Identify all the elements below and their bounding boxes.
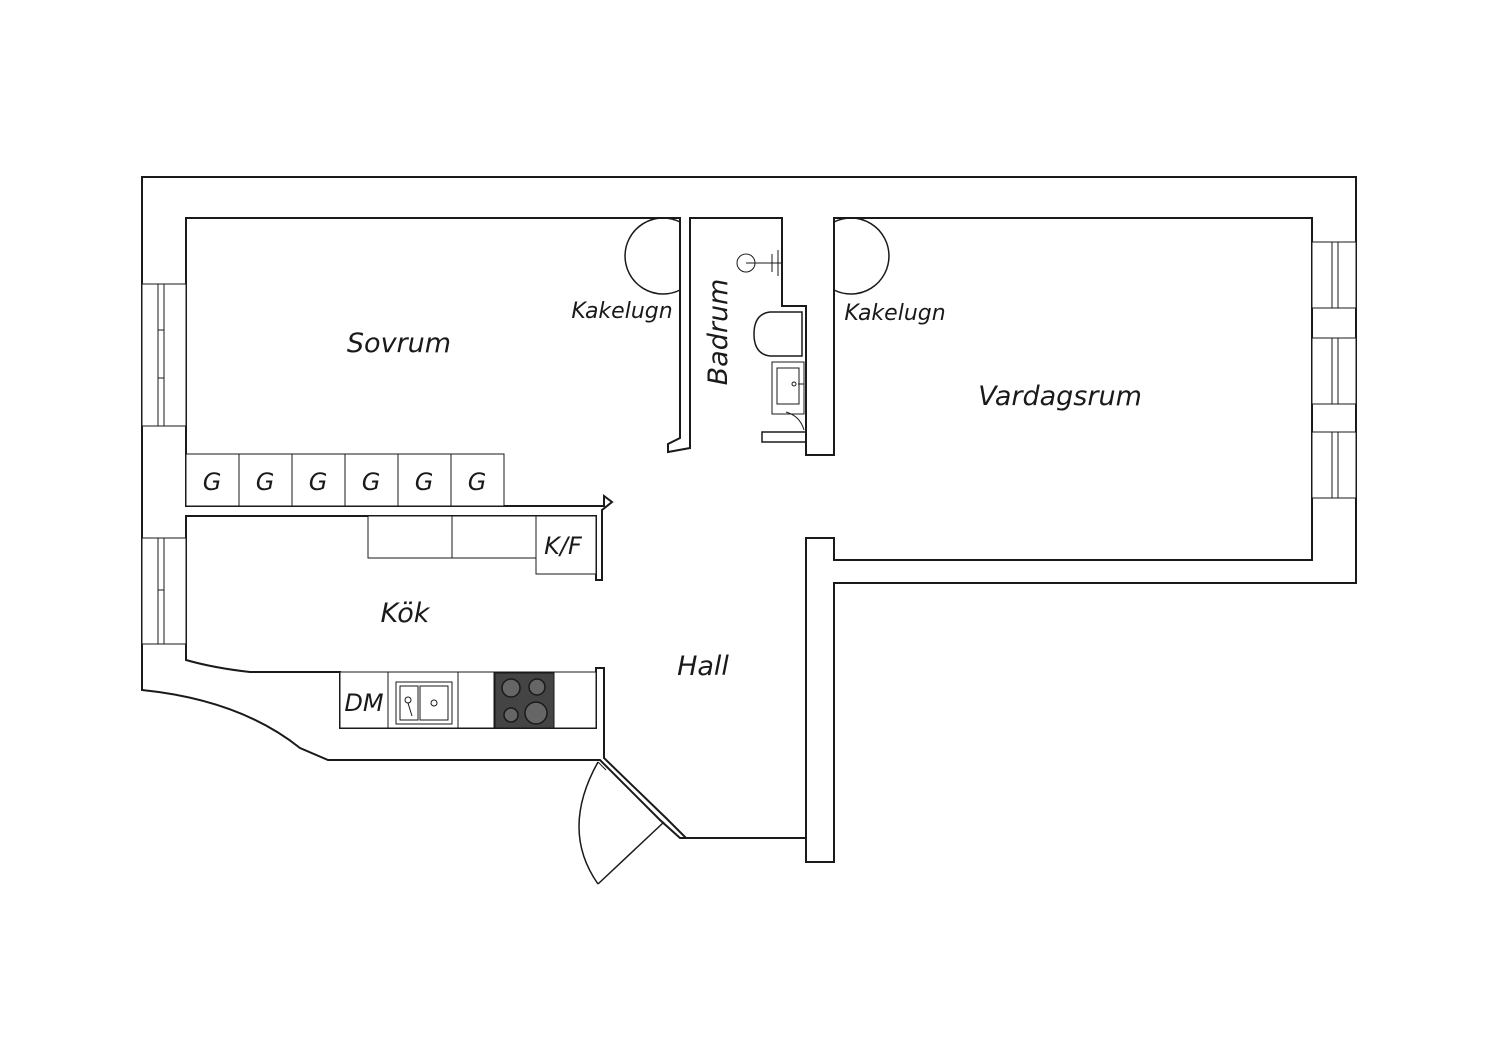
entrance-door-icon: [578, 761, 665, 885]
wardrobe-label: G: [362, 468, 381, 496]
kitchen-sink-icon: [395, 681, 453, 725]
wardrobe-label: G: [309, 468, 328, 496]
room-label-hall: Hall: [677, 651, 729, 682]
room-label-vardagsrum: Vardagsrum: [978, 381, 1142, 412]
window-right-3: [1311, 431, 1357, 499]
shower-icon: [736, 250, 782, 276]
bathroom-sink-icon: [771, 361, 805, 415]
wardrobe-label: G: [203, 468, 222, 496]
kakelugn-left-label: Kakelugn: [571, 299, 672, 324]
fridge-label: K/F: [544, 532, 583, 560]
wardrobe-label: G: [468, 468, 487, 496]
room-label-badrum: Badrum: [703, 279, 734, 386]
fridge-box: [535, 515, 597, 575]
exterior-walls: [141, 176, 1357, 863]
wardrobe-row: [185, 453, 505, 507]
kitchen-upper-counter: [367, 515, 597, 575]
toilet-icon: [753, 311, 803, 357]
window-left-top: [141, 283, 187, 427]
wardrobe-label: G: [415, 468, 434, 496]
wardrobe-label: G: [256, 468, 275, 496]
stove-icon: [494, 672, 555, 729]
window-right-1: [1311, 241, 1357, 309]
window-left-bottom: [141, 537, 187, 645]
window-right-2: [1311, 337, 1357, 405]
dishwasher-label: DM: [344, 689, 383, 717]
kakelugn-right-icon: [833, 217, 890, 295]
kakelugn-right-label: Kakelugn: [844, 301, 945, 326]
kakelugn-left-icon: [624, 217, 681, 295]
room-label-kok: Kök: [381, 598, 431, 629]
bathroom-wall-detail: [761, 431, 807, 443]
room-label-sovrum: Sovrum: [347, 328, 451, 359]
bathroom-door-arc: [785, 411, 805, 431]
